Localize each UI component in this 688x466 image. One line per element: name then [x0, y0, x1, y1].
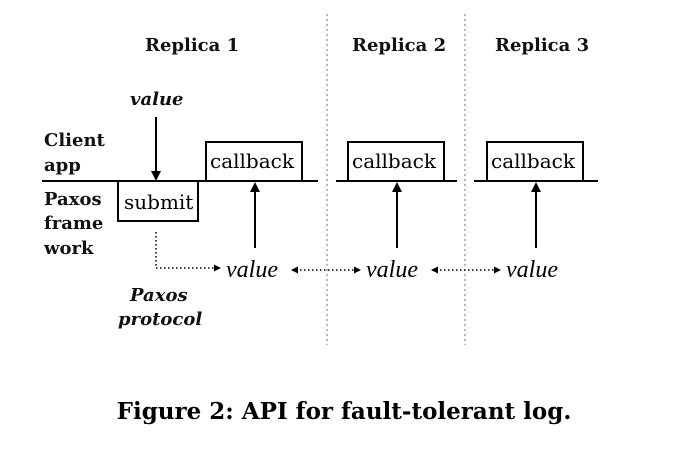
value-label-2: value — [366, 257, 418, 283]
submit-box — [117, 180, 199, 222]
callback-box-1 — [205, 141, 303, 182]
replica-1-header: Replica 1 — [145, 35, 240, 56]
paxos-protocol-label-line2: protocol — [118, 309, 203, 330]
replica-2-header: Replica 2 — [352, 35, 447, 56]
client-app-label-line2: app — [44, 155, 81, 176]
callback-label-2: callback — [352, 149, 436, 173]
paxos-framework-label-line3: work — [44, 238, 94, 259]
replica-3-header: Replica 3 — [495, 35, 590, 56]
paxos-framework-label-line1: Paxos — [44, 189, 102, 210]
callback-label-3: callback — [491, 149, 575, 173]
value-label-1: value — [226, 257, 278, 283]
paxos-protocol-label-line1: Paxos — [130, 285, 188, 306]
callback-box-3 — [486, 141, 584, 182]
callback-label-1: callback — [210, 149, 294, 173]
paxos-framework-label-line2: frame — [44, 213, 104, 234]
value-input-label: value — [130, 89, 184, 110]
submit-to-value-dotted — [155, 232, 221, 272]
value-label-3: value — [506, 257, 558, 283]
client-app-label-line1: Client — [44, 130, 105, 151]
figure-caption: Figure 2: API for fault-tolerant log. — [116, 398, 572, 425]
callback-box-2 — [347, 141, 445, 182]
submit-label: submit — [124, 190, 194, 214]
